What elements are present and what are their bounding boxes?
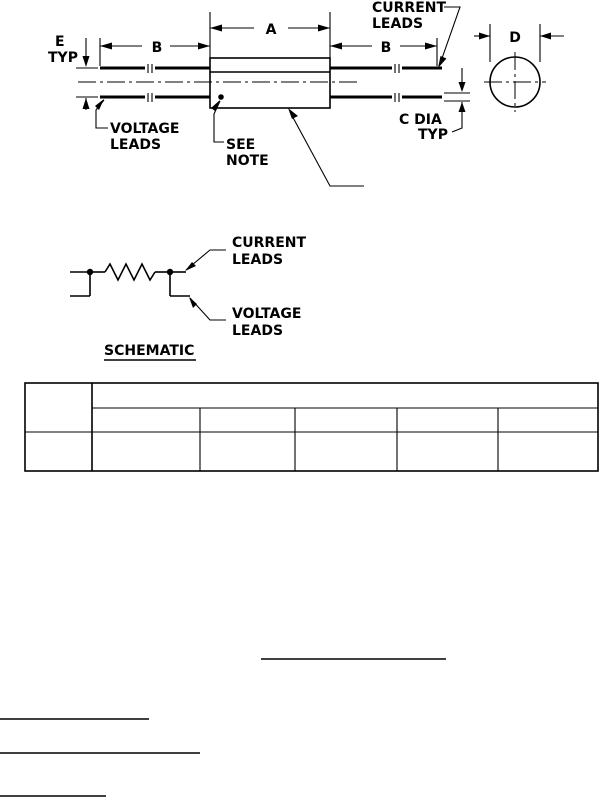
upper-leads (100, 64, 442, 73)
dimension-a: A (209, 12, 331, 58)
end-view: D (474, 24, 564, 112)
schematic-voltage-leads-2: LEADS (232, 323, 283, 339)
dimension-e: E TYP (48, 34, 98, 110)
voltage-leads-callout: VOLTAGE LEADS (95, 99, 179, 153)
lower-leads (100, 93, 442, 102)
dim-b-right-label: B (381, 40, 392, 56)
dim-d-label: D (509, 30, 521, 46)
dimension-table (24, 382, 599, 472)
resistor-symbol (104, 262, 156, 282)
schematic-current-leads-1: CURRENT (232, 235, 306, 251)
schematic-title: SCHEMATIC (104, 343, 194, 359)
see-note-callout: SEE NOTE (211, 94, 269, 169)
current-leads-callout: CURRENT LEADS (372, 0, 461, 68)
see-note-label-1: SEE (226, 137, 255, 153)
voltage-leads-label-2: LEADS (110, 137, 161, 153)
c-dia-label-1: C DIA (399, 112, 442, 128)
voltage-leads-label-1: VOLTAGE (110, 121, 179, 137)
blank-rule-lines (0, 658, 446, 797)
c-dia-label-2: TYP (418, 127, 448, 143)
dimension-c-dia: C DIA TYP (399, 68, 470, 143)
dim-a-label: A (266, 22, 277, 38)
current-leads-label-2: LEADS (372, 16, 423, 32)
resistor-body (209, 57, 331, 109)
body-leader (288, 108, 364, 187)
dimension-b-left: B (99, 38, 210, 66)
schematic-current-leads-2: LEADS (232, 252, 283, 268)
dimension-b-right: B (330, 38, 438, 66)
dim-e-label: E (55, 34, 65, 50)
see-note-label-2: NOTE (226, 153, 269, 169)
schematic: CURRENT LEADS VOLTAGE LEADS SCHEMATIC (70, 235, 306, 361)
schematic-voltage-leads-1: VOLTAGE (232, 306, 301, 322)
dim-b-left-label: B (152, 40, 163, 56)
current-leads-label-1: CURRENT (372, 0, 446, 16)
dim-e-typ-label: TYP (48, 50, 78, 66)
